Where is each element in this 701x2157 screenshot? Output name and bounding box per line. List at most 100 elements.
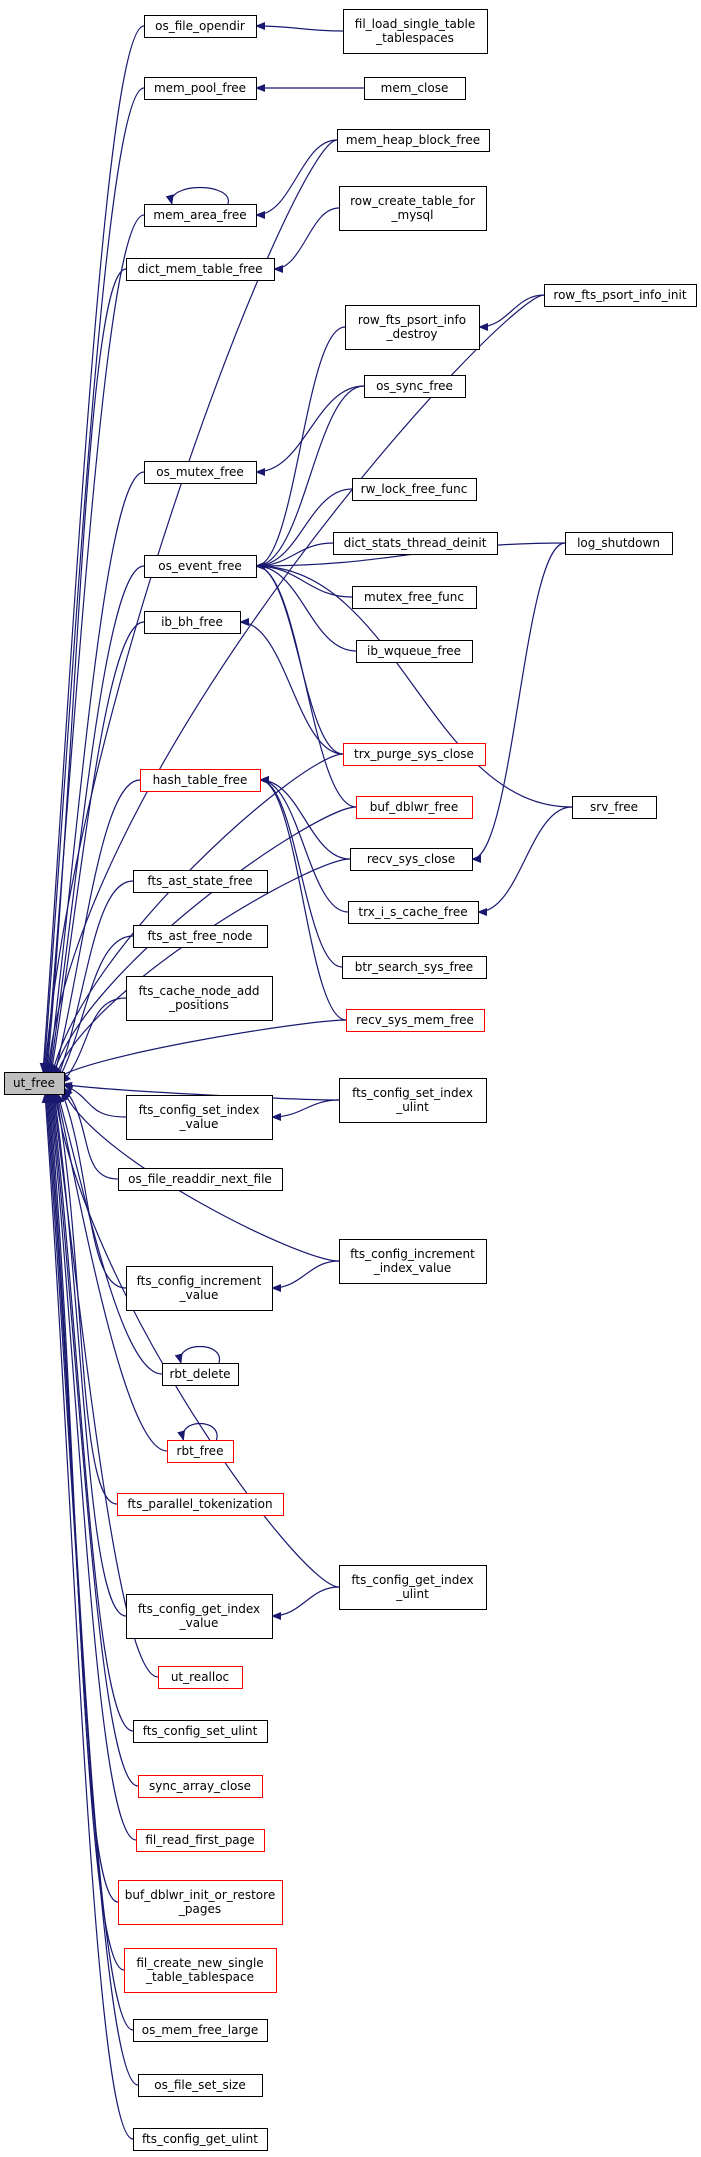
node-os-file-readdir-next-file[interactable]: os_file_readdir_next_file <box>118 1168 283 1191</box>
node-log-shutdown[interactable]: log_shutdown <box>565 532 673 555</box>
edge-ib-wqueue-free-to-os-event-free <box>255 562 357 652</box>
node-label-ib-bh-free-line-0: ib_bh_free <box>161 615 223 629</box>
node-rw-lock-free-func[interactable]: rw_lock_free_func <box>352 478 477 501</box>
node-box-row-fts-psort-info-init <box>544 284 697 307</box>
node-label-row-fts-psort-info-init-line-0: row_fts_psort_info_init <box>553 288 686 302</box>
node-label-os-mutex-free-line-0: os_mutex_free <box>156 465 244 479</box>
node-fts-config-get-ulint[interactable]: fts_config_get_ulint <box>133 2128 268 2151</box>
node-ib-wqueue-free[interactable]: ib_wqueue_free <box>356 640 473 663</box>
edge-recv-sys-close-to-hash-table-free <box>259 776 351 860</box>
node-box-os-mutex-free <box>144 461 257 484</box>
node-srv-free[interactable]: srv_free <box>572 796 657 819</box>
node-row-create-table-for-mysql[interactable]: row_create_table_for_mysql <box>339 186 487 231</box>
node-hash-table-free[interactable]: hash_table_free <box>140 769 261 792</box>
node-fts-config-increment-index-value[interactable]: fts_config_increment_index_value <box>339 1239 487 1284</box>
node-btr-search-sys-free[interactable]: btr_search_sys_free <box>342 956 487 979</box>
nodes-layer: ut_free os_file_opendir fil_load_single_ta… <box>4 9 697 2151</box>
node-rbt-delete[interactable]: rbt_delete <box>162 1363 239 1386</box>
node-box-rbt-delete <box>162 1363 239 1386</box>
node-os-file-opendir[interactable]: os_file_opendir <box>144 15 257 38</box>
node-fts-config-get-index-value[interactable]: fts_config_get_index_value <box>126 1594 273 1639</box>
edge-fil-create-new-single-table-tablespace-to-ut-free <box>44 1093 125 1971</box>
node-mem-area-free[interactable]: mem_area_free <box>144 204 257 227</box>
edge-os-file-readdir-next-file-to-ut-free <box>63 1087 119 1180</box>
node-fts-config-set-index-ulint[interactable]: fts_config_set_index_ulint <box>339 1078 487 1123</box>
node-ib-bh-free[interactable]: ib_bh_free <box>144 611 241 634</box>
node-label-rbt-delete-line-0: rbt_delete <box>169 1367 230 1381</box>
node-label-recv-sys-close-line-0: recv_sys_close <box>367 852 455 866</box>
edge-ib-bh-free-to-ut-free <box>48 621 145 1075</box>
node-fts-config-set-index-value[interactable]: fts_config_set_index_value <box>126 1095 273 1140</box>
node-box-fts-config-increment-index-value <box>339 1239 487 1284</box>
node-box-row-create-table-for-mysql <box>339 186 487 231</box>
node-fil-read-first-page[interactable]: fil_read_first_page <box>136 1829 265 1852</box>
edge-row-create-table-for-mysql-to-dict-mem-table-free <box>273 207 340 273</box>
node-box-os-file-set-size <box>138 2074 263 2097</box>
node-box-mem-heap-block-free <box>337 129 490 152</box>
node-label-recv-sys-mem-free-line-0: recv_sys_mem_free <box>356 1013 474 1027</box>
node-label-row-create-table-for-mysql-line-0: row_create_table_for <box>350 194 475 208</box>
edge-rbt-delete-to-rbt-delete <box>174 1345 220 1364</box>
node-dict-mem-table-free[interactable]: dict_mem_table_free <box>126 258 275 281</box>
node-label-fts-config-increment-index-value-line-0: fts_config_increment <box>350 1247 475 1261</box>
node-mem-heap-block-free[interactable]: mem_heap_block_free <box>337 129 490 152</box>
node-recv-sys-close[interactable]: recv_sys_close <box>350 848 473 871</box>
node-row-fts-psort-info-init[interactable]: row_fts_psort_info_init <box>544 284 697 307</box>
node-buf-dblwr-init-or-restore-pages[interactable]: buf_dblwr_init_or_restore_pages <box>118 1880 283 1925</box>
node-label-fts-cache-node-add-positions-line-1: _positions <box>168 998 229 1012</box>
node-box-mem-close <box>364 77 466 100</box>
node-label-ut-realloc-line-0: ut_realloc <box>171 1670 229 1684</box>
node-box-btr-search-sys-free <box>342 956 487 979</box>
node-label-fts-config-set-ulint-line-0: fts_config_set_ulint <box>143 1724 258 1738</box>
edge-fts-cache-node-add-positions-to-ut-free <box>61 997 127 1084</box>
edge-trx-purge-sys-close-to-ut-free <box>50 753 344 1076</box>
node-mem-pool-free[interactable]: mem_pool_free <box>144 77 257 100</box>
node-fts-config-get-index-ulint[interactable]: fts_config_get_index_ulint <box>339 1565 487 1610</box>
node-fts-ast-free-node[interactable]: fts_ast_free_node <box>133 925 268 948</box>
node-fil-load-single-table-tablespaces[interactable]: fil_load_single_table_tablespaces <box>343 9 488 54</box>
node-row-fts-psort-info-destroy[interactable]: row_fts_psort_info_destroy <box>345 305 480 350</box>
node-box-recv-sys-mem-free <box>346 1009 485 1032</box>
node-os-mutex-free[interactable]: os_mutex_free <box>144 461 257 484</box>
edge-fil-load-single-table-tablespaces-to-os-file-opendir <box>255 22 344 32</box>
node-box-srv-free <box>572 796 657 819</box>
edge-rbt-free-to-rbt-free <box>177 1422 218 1441</box>
node-recv-sys-mem-free[interactable]: recv_sys_mem_free <box>346 1009 485 1032</box>
node-label-mem-close-line-0: mem_close <box>381 81 449 95</box>
node-fts-config-increment-value[interactable]: fts_config_increment_value <box>126 1266 273 1311</box>
node-buf-dblwr-free[interactable]: buf_dblwr_free <box>356 796 473 819</box>
node-os-mem-free-large[interactable]: os_mem_free_large <box>133 2019 268 2042</box>
edge-fts-config-get-index-ulint-to-ut-free <box>52 1093 340 1588</box>
node-trx-i-s-cache-free[interactable]: trx_i_s_cache_free <box>348 901 479 924</box>
edge-btr-search-sys-free-to-hash-table-free <box>259 776 343 968</box>
node-os-event-free[interactable]: os_event_free <box>144 555 257 578</box>
node-ut-free[interactable]: ut_free <box>4 1072 65 1095</box>
node-fts-config-set-ulint[interactable]: fts_config_set_ulint <box>133 1720 268 1743</box>
node-mutex-free-func[interactable]: mutex_free_func <box>352 586 477 609</box>
node-fil-create-new-single-table-tablespace[interactable]: fil_create_new_single_table_tablespace <box>124 1948 277 1993</box>
node-box-log-shutdown <box>565 532 673 555</box>
node-label-os-file-opendir-line-0: os_file_opendir <box>155 19 245 33</box>
node-fts-ast-state-free[interactable]: fts_ast_state_free <box>133 870 268 893</box>
node-box-trx-purge-sys-close <box>343 743 486 766</box>
node-sync-array-close[interactable]: sync_array_close <box>138 1775 263 1798</box>
node-box-fts-config-set-index-ulint <box>339 1078 487 1123</box>
node-label-buf-dblwr-init-or-restore-pages-line-0: buf_dblwr_init_or_restore <box>125 1888 275 1902</box>
node-label-fts-config-set-index-ulint-line-0: fts_config_set_index <box>352 1086 473 1100</box>
edge-fts-config-set-index-ulint-to-fts-config-set-index-value <box>271 1099 340 1121</box>
node-trx-purge-sys-close[interactable]: trx_purge_sys_close <box>343 743 486 766</box>
node-os-sync-free[interactable]: os_sync_free <box>364 375 466 398</box>
node-fts-cache-node-add-positions[interactable]: fts_cache_node_add_positions <box>126 976 273 1021</box>
node-box-os-event-free <box>144 555 257 578</box>
node-fts-parallel-tokenization[interactable]: fts_parallel_tokenization <box>117 1493 284 1516</box>
node-rbt-free[interactable]: rbt_free <box>167 1440 234 1463</box>
node-dict-stats-thread-deinit[interactable]: dict_stats_thread_deinit <box>333 532 498 555</box>
node-label-hash-table-free-line-0: hash_table_free <box>153 773 248 787</box>
node-ut-realloc[interactable]: ut_realloc <box>158 1666 243 1689</box>
node-os-file-set-size[interactable]: os_file_set_size <box>138 2074 263 2097</box>
node-box-fts-cache-node-add-positions <box>126 976 273 1021</box>
node-label-fil-load-single-table-tablespaces-line-1: _tablespaces <box>375 31 454 45</box>
node-mem-close[interactable]: mem_close <box>364 77 466 100</box>
node-box-fil-read-first-page <box>136 1829 265 1852</box>
edges-layer <box>39 22 573 2140</box>
